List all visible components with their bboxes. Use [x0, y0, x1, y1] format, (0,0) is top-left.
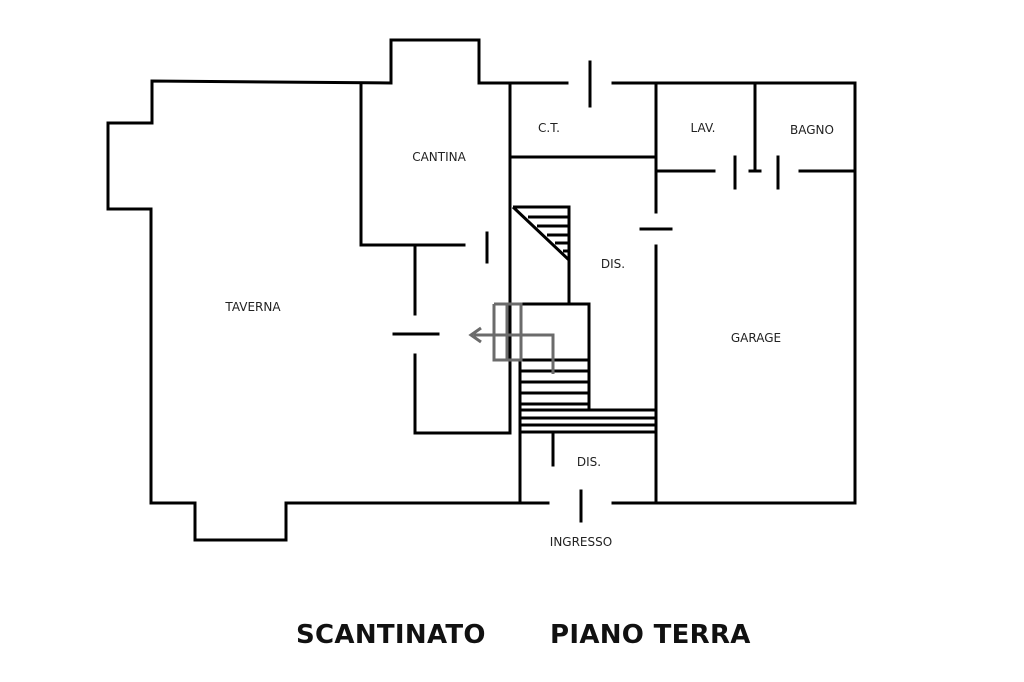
room-label-dis-upper: DIS. [601, 257, 625, 271]
room-label-ct: C.T. [538, 121, 560, 135]
room-label-bagno: BAGNO [790, 123, 834, 137]
room-label-dis-lower: DIS. [577, 455, 601, 469]
caption-scantinato: SCANTINATO [296, 620, 486, 650]
scantinato-walls [106, 38, 522, 542]
caption-piano-terra: PIANO TERRA [550, 620, 751, 650]
room-label-garage: GARAGE [731, 331, 781, 345]
room-label-lav: LAV. [691, 121, 716, 135]
room-label-taverna: TAVERNA [224, 300, 281, 314]
stair-upper [511, 205, 571, 304]
room-label-cantina: CANTINA [412, 150, 466, 164]
room-label-ingresso: INGRESSO [550, 535, 612, 549]
stair-direction-arrow [468, 302, 555, 374]
piano-terra-walls [508, 60, 857, 523]
stair-lower [494, 302, 656, 434]
